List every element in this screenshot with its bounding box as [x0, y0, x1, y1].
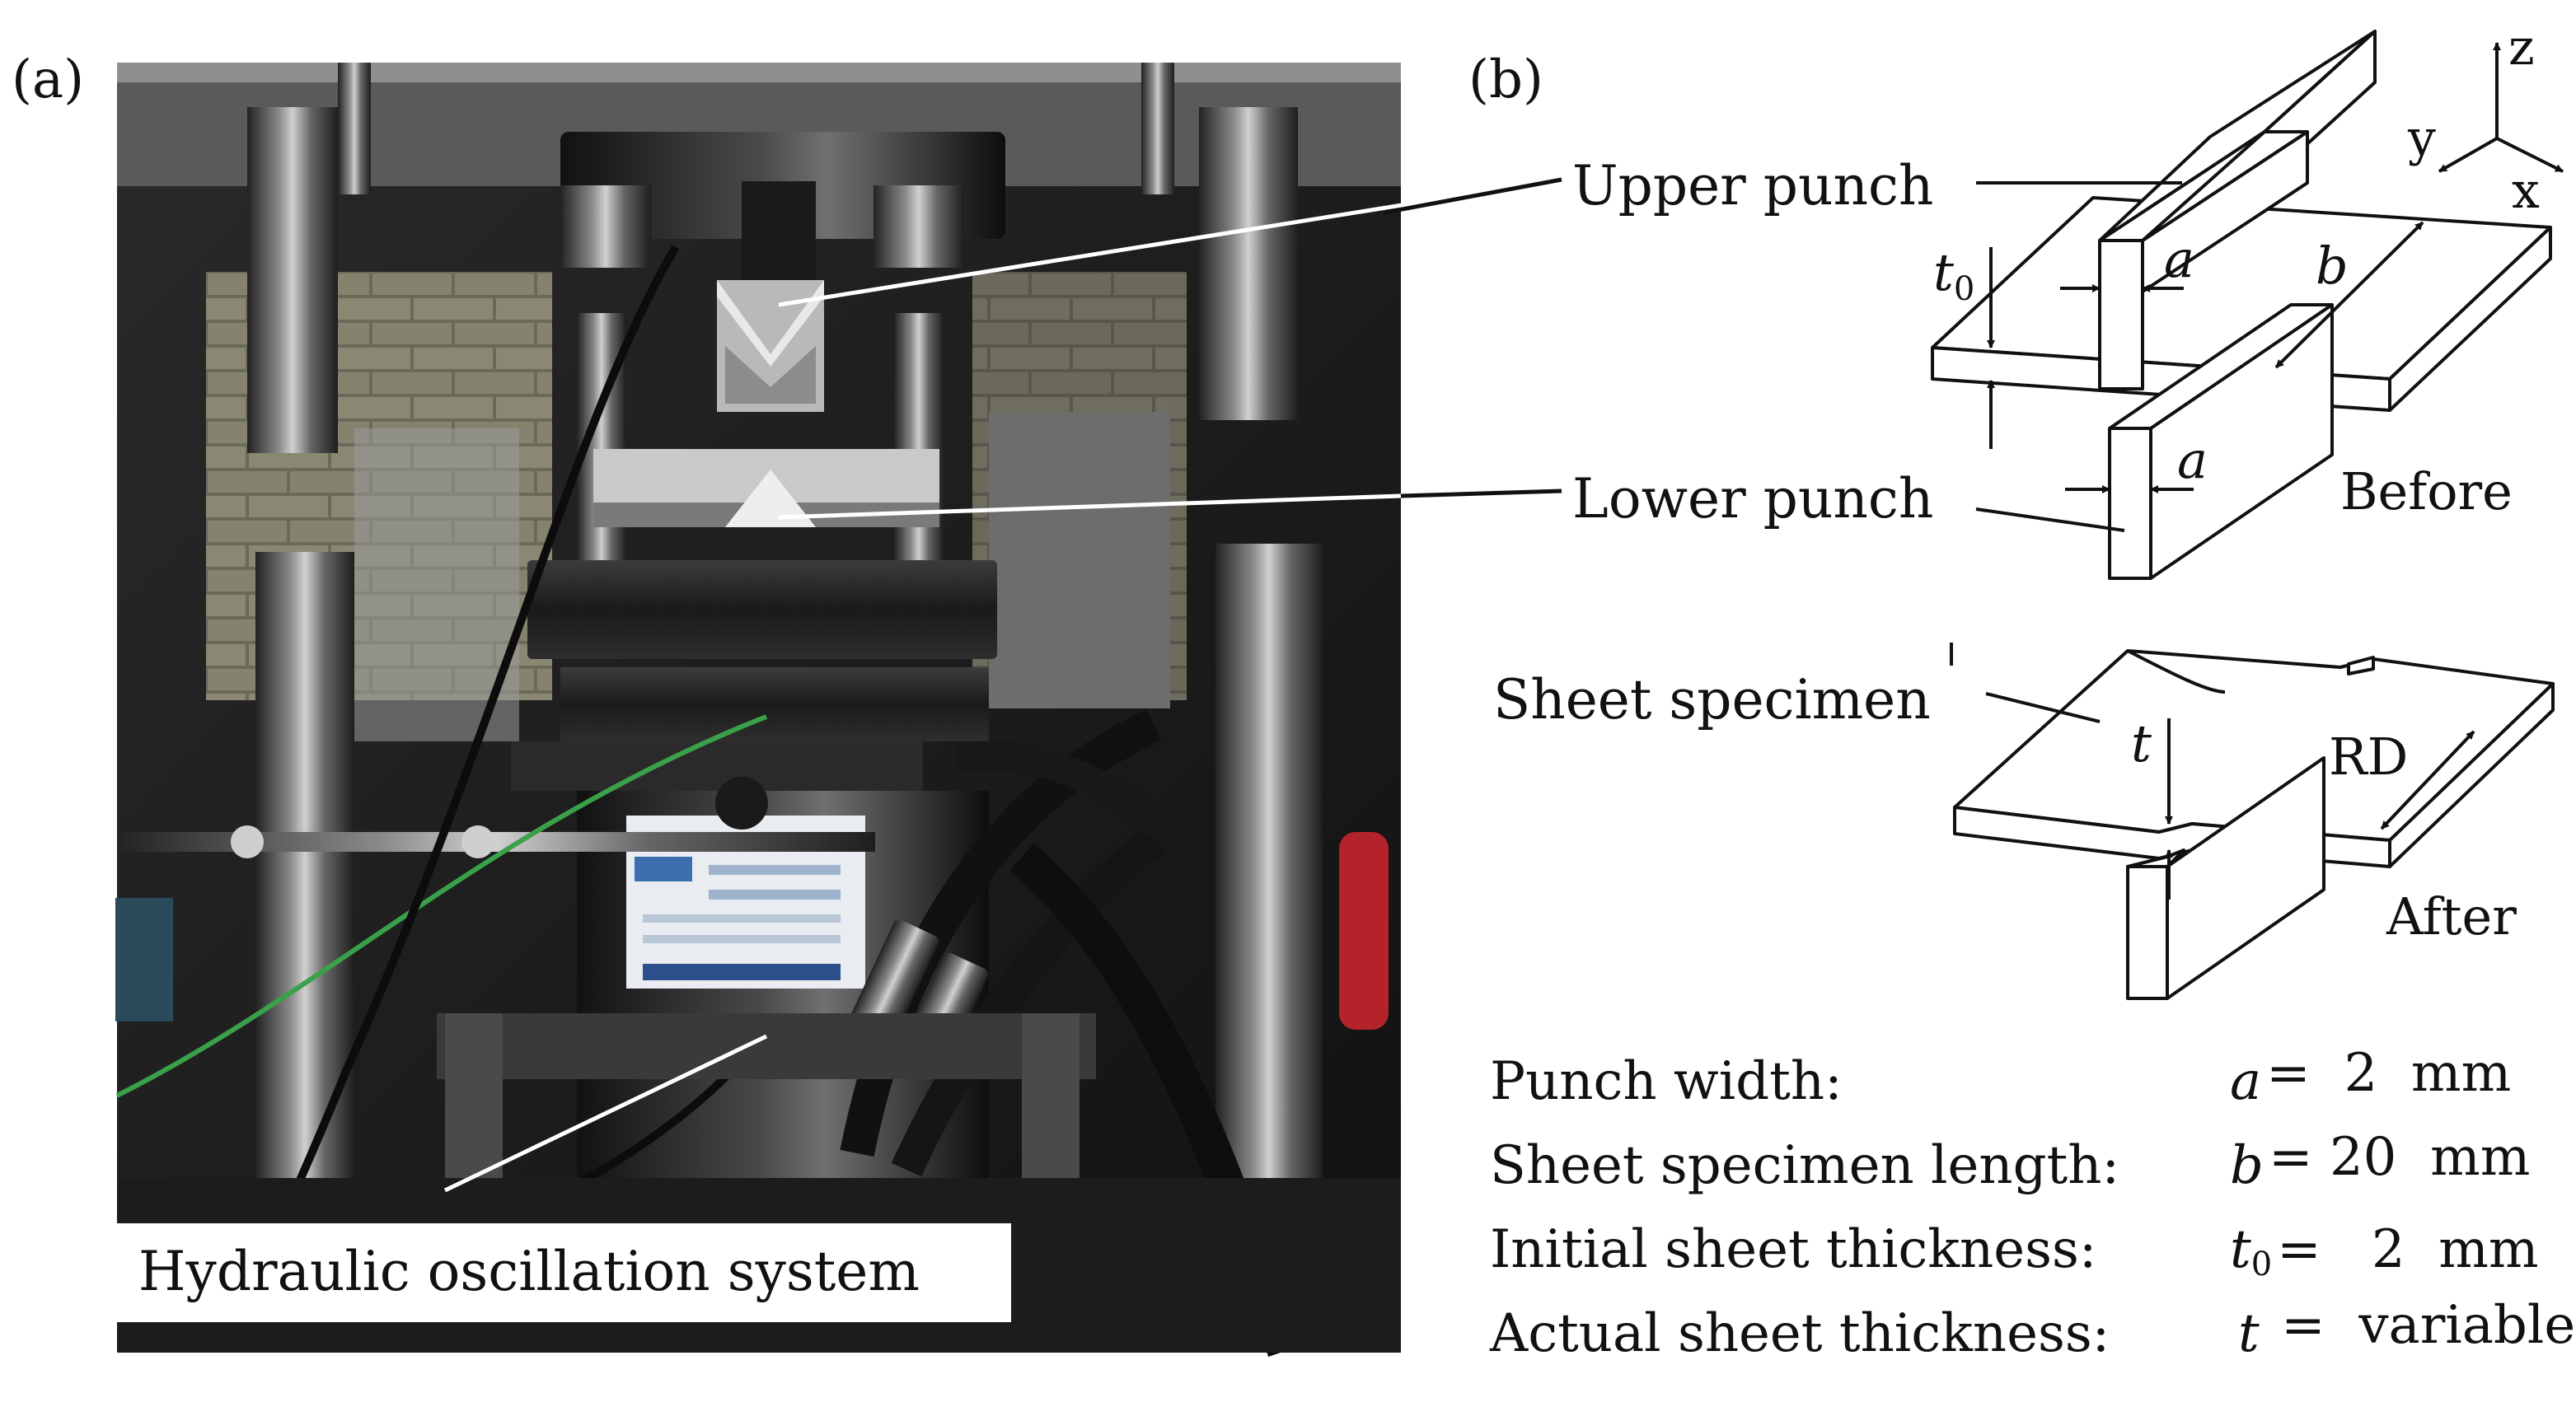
axis-y-label: y: [2407, 110, 2436, 167]
sheet-specimen-label: Sheet specimen: [1493, 668, 1931, 732]
param-value-3: t = variable: [2238, 1295, 2575, 1364]
axis-x-label: x: [2512, 162, 2540, 220]
after-label: After: [2386, 886, 2517, 947]
dim-t0: t0: [1933, 242, 1974, 308]
upper-punch-leader: [778, 177, 1562, 307]
param-name-2: Initial sheet thickness:: [1490, 1219, 2096, 1280]
before-label: Before: [2340, 461, 2513, 521]
before-drawing: [1931, 30, 2552, 580]
dim-a-upper: a: [2164, 229, 2194, 289]
panel-a-label: (a): [12, 49, 84, 110]
hydraulic-leader: [443, 1034, 768, 1193]
param-value-0: a= 2 mm: [2230, 1043, 2511, 1112]
dim-t: t: [2131, 713, 2152, 774]
coordinate-axes: [2438, 42, 2564, 173]
param-name-3: Actual sheet thickness:: [1489, 1303, 2110, 1364]
param-value-1: b= 20 mm: [2230, 1127, 2530, 1196]
hydraulic-caption: Hydraulic oscillation system: [138, 1240, 920, 1303]
dim-a-lower: a: [2177, 430, 2208, 490]
lower-punch-leader: [778, 493, 1402, 520]
upper-punch-label: Upper punch: [1572, 154, 1933, 217]
param-name-0: Punch width:: [1490, 1051, 1843, 1112]
panel-b-label: (b): [1468, 49, 1543, 110]
dim-b: b: [2316, 236, 2349, 296]
param-value-2: t0= 2 mm: [2230, 1219, 2539, 1283]
parameter-list: Punch width: Sheet specimen length: Init…: [1489, 1043, 2575, 1364]
test-rig-photo: Hydraulic oscillation system: [115, 63, 1401, 1357]
param-name-1: Sheet specimen length:: [1490, 1135, 2119, 1196]
lower-punch-label: Lower punch: [1572, 467, 1933, 531]
rd-label: RD: [2329, 727, 2408, 787]
axis-z-label: z: [2508, 19, 2535, 77]
